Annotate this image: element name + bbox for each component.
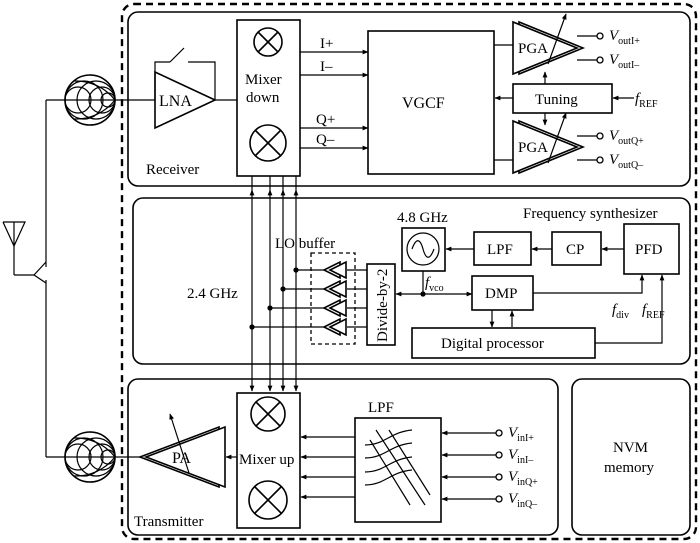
divide-by-2-label: Divide-by-2 (375, 269, 391, 342)
ghz-24-label: 2.4 GHz (187, 286, 238, 302)
f-div-label: fdiv (612, 302, 629, 321)
dmp-label: DMP (485, 286, 518, 302)
q-minus-label: Q– (316, 132, 335, 148)
pga-q-amplifier: PGA (512, 112, 586, 175)
pa-amplifier: PA (137, 413, 226, 489)
transmitter-label: Transmitter (134, 514, 203, 530)
lo-buffer-amplifiers (322, 260, 347, 337)
vin-q-minus-label: VinQ– (508, 491, 538, 510)
antenna-icon (2, 221, 26, 275)
vout-q-minus-pin (596, 156, 604, 164)
vco-oscillator (401, 227, 446, 272)
mixer-up-block: Mixer up (236, 392, 301, 529)
pfd-block: PFD (623, 223, 680, 275)
vout-i-minus-pin (596, 56, 604, 64)
lo-bus (249, 176, 299, 392)
vin-q-plus-label: VinQ+ (508, 469, 538, 488)
nvm-label-1: NVM (613, 440, 648, 456)
lna-label: LNA (159, 93, 192, 110)
f-ref-tuning-label: fREF (635, 91, 658, 110)
receiver-label: Receiver (146, 162, 199, 178)
freq-synth-label: Frequency synthesizer (523, 206, 658, 222)
f-vco-label: fvco (425, 275, 444, 294)
lo-buffer-label: LO buffer (275, 236, 335, 252)
vgcf-label: VGCF (402, 95, 445, 112)
pfd-label: PFD (635, 242, 663, 258)
vin-q-minus-pin (495, 495, 503, 503)
lpf-tx-block (354, 417, 442, 523)
vout-i-plus-pin (596, 32, 604, 40)
cp-label: CP (566, 242, 584, 258)
lpf-synth-block: LPF (473, 231, 532, 266)
tuning-label: Tuning (535, 92, 578, 108)
chip-boundary (120, 2, 698, 541)
mixer-down-label-1: Mixer (245, 72, 282, 88)
vout-q-plus-pin (596, 132, 604, 140)
vin-i-plus-pin (495, 429, 503, 437)
vin-i-plus-label: VinI+ (508, 425, 534, 444)
vout-q-plus-label: VoutQ+ (609, 128, 644, 147)
lo-buffer-box (310, 252, 356, 345)
ghz-48-label: 4.8 GHz (397, 210, 448, 226)
pga-q-label: PGA (518, 140, 548, 156)
vin-i-minus-label: VinI– (508, 447, 534, 466)
lna-bypass-switch (154, 47, 216, 100)
tuning-block: Tuning (512, 83, 613, 114)
pa-label: PA (172, 450, 191, 467)
vout-i-plus-label: VoutI+ (609, 28, 640, 47)
cp-block: CP (551, 231, 602, 266)
vout-i-minus-label: VoutI– (609, 52, 640, 71)
vout-q-minus-label: VoutQ– (609, 152, 644, 171)
vin-q-plus-pin (495, 473, 503, 481)
nvm-section (571, 378, 691, 536)
lpf-synth-label: LPF (487, 242, 513, 258)
pga-i-amplifier: PGA (512, 13, 586, 76)
digital-processor-block: Digital processor (411, 327, 596, 359)
mixer-up-label: Mixer up (239, 452, 294, 468)
smith-chart-tx-icon (64, 431, 116, 483)
i-plus-label: I+ (320, 36, 333, 52)
antenna-switch (14, 99, 66, 458)
i-minus-label: I– (320, 59, 333, 75)
dmp-block: DMP (471, 275, 534, 311)
nvm-label-2: memory (604, 460, 654, 476)
smith-chart-rx-icon (64, 74, 116, 126)
vgcf-block: VGCF (367, 30, 495, 175)
mixer-down-block: Mixer down (236, 19, 301, 177)
vin-i-minus-pin (495, 451, 503, 459)
q-plus-label: Q+ (316, 112, 335, 128)
f-ref-pfd-label: fREF (642, 302, 665, 321)
pga-i-label: PGA (518, 41, 548, 57)
mixer-down-label-2: down (246, 90, 280, 106)
lpf-tx-label: LPF (368, 400, 394, 416)
divide-by-2-block: Divide-by-2 (366, 263, 396, 346)
digital-processor-label: Digital processor (441, 336, 544, 352)
